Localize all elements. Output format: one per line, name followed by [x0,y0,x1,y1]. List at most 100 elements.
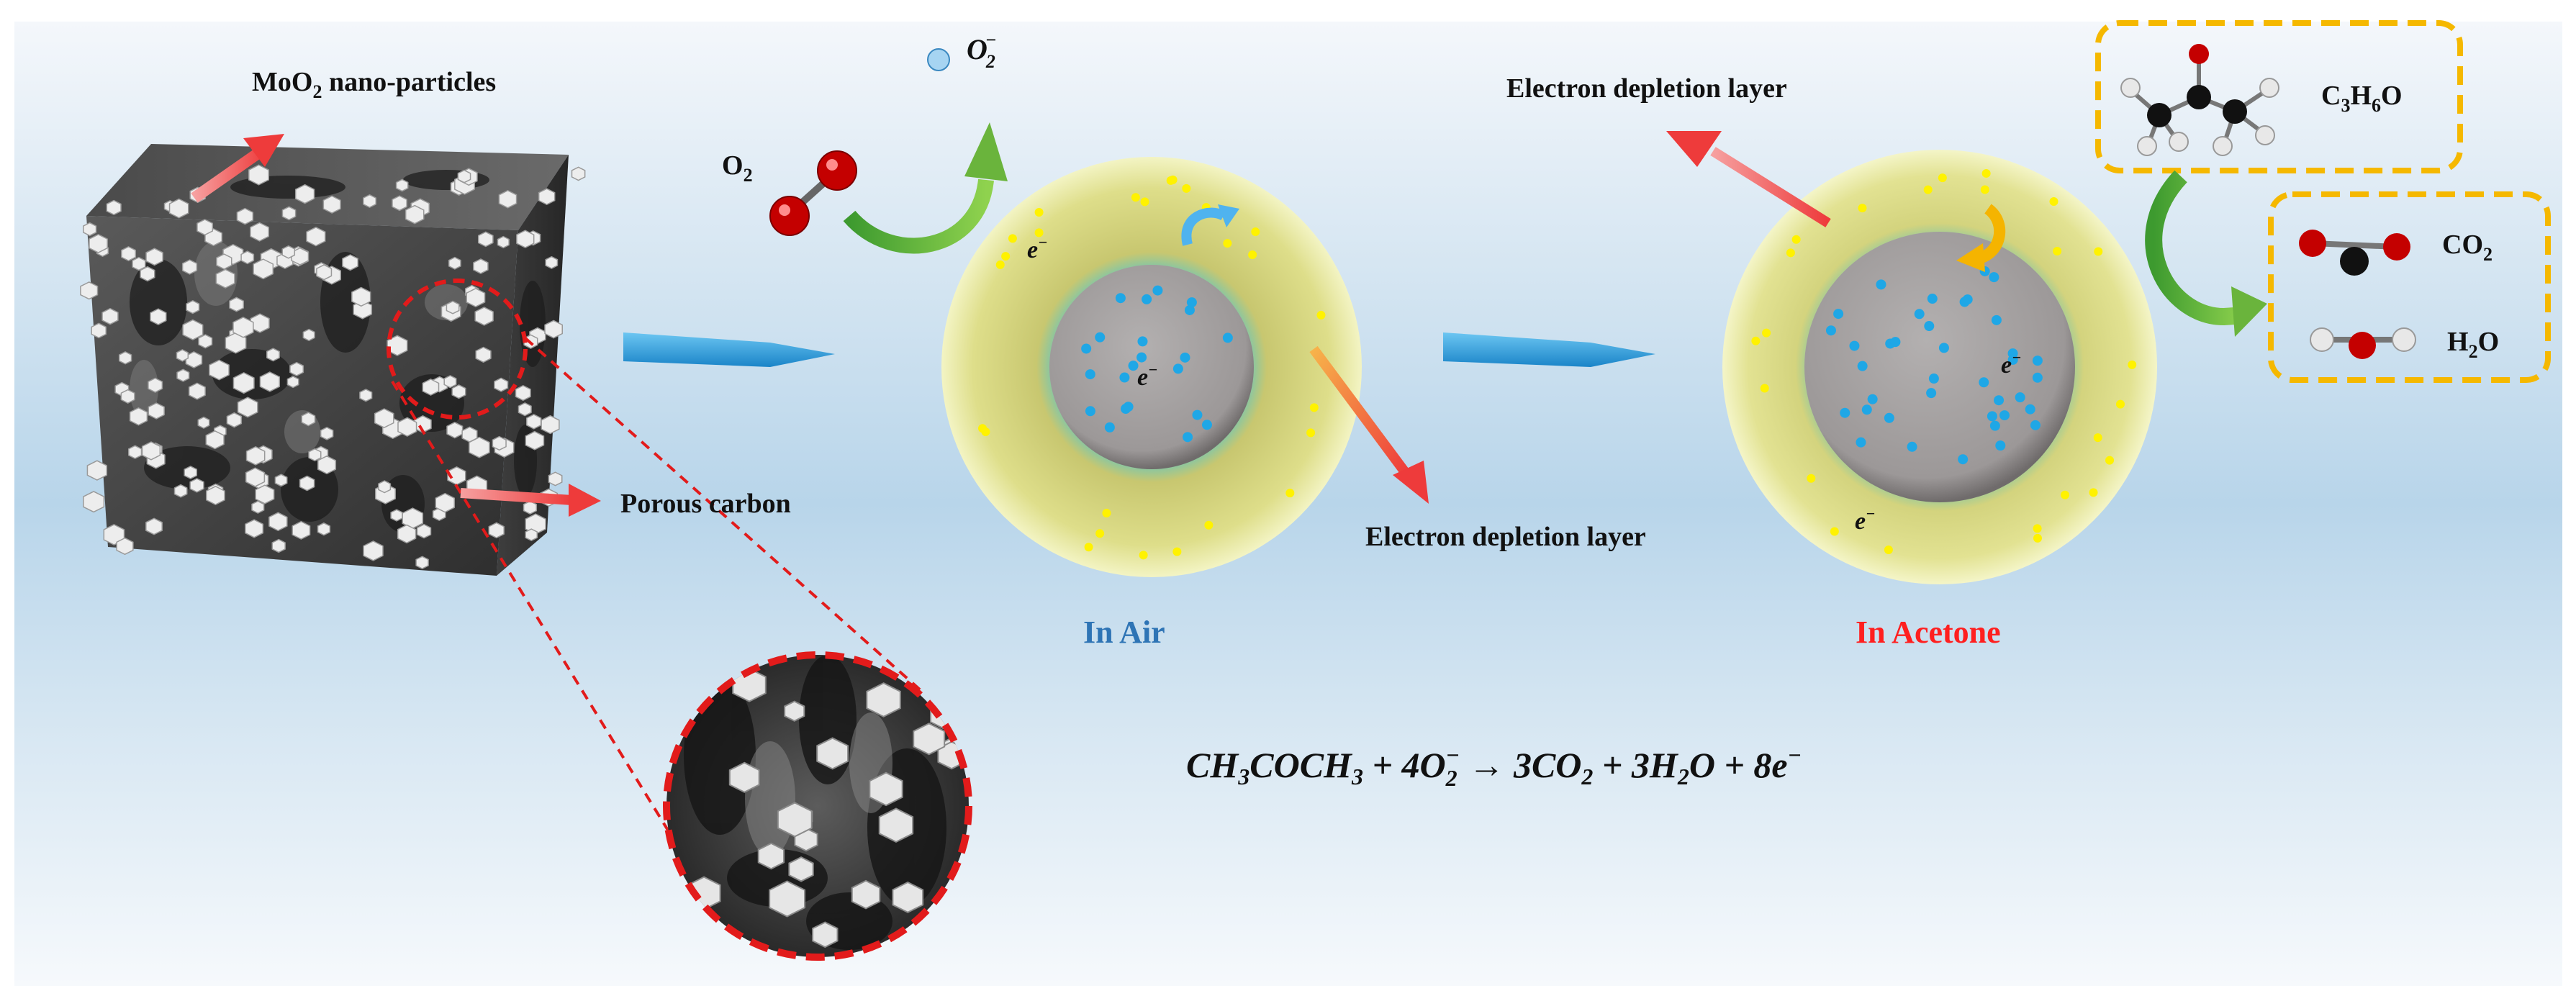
moo2-particle [525,528,538,542]
electron-dot [1979,377,1989,388]
moo2-particle [215,268,235,289]
moo2-particle [457,169,471,184]
electron-dot [1928,374,1939,384]
moo2-particle [248,164,270,186]
moo2-particle [443,375,457,389]
moo2-particle [232,317,254,338]
hole-dot [1980,185,1989,194]
moo2-particle [488,522,505,539]
moo2-particle [913,723,946,756]
air-electron-core-label: e− [1137,361,1157,391]
hole-dot [981,427,990,437]
moo2-particle [342,254,358,271]
electron-dot [1222,332,1233,343]
moo2-particle [83,491,105,513]
in-air-label: In Air [1083,615,1165,650]
hole-dot [1251,227,1260,237]
moo2-particle [415,556,429,570]
hole-dot [1131,193,1140,202]
o2-molecule [769,150,857,236]
moo2-particle [526,414,542,430]
green-reaction-arrow-products [2145,170,2246,326]
hole-dot [1316,310,1326,320]
hole-dot [1168,175,1178,184]
moo2-particle [181,259,198,275]
hole-dot [1858,204,1867,213]
hole-dot [1938,173,1947,183]
hole-dot [2115,399,2125,409]
moo2-particle [250,222,270,242]
electron-dot [1938,343,1949,353]
moo2-particle [492,435,507,451]
moo2-arrowhead [243,134,284,167]
hole-dot [1760,384,1769,393]
moo2-particle [302,328,315,342]
moo2-particle [322,195,341,214]
electron-dot [1857,361,1868,371]
moo2-particle [182,319,204,340]
hole-dot [1084,543,1093,552]
electron-dot [1142,294,1152,304]
electron-dot [1172,363,1183,374]
moo2-particle [363,194,377,208]
moo2-particle [397,524,417,544]
electron-dot [1128,361,1139,371]
moo2-particle [378,480,392,494]
electron-dot [1991,314,2002,325]
moo2-particle [101,307,119,325]
electron-dot [1180,352,1190,363]
moo2-particle [523,500,538,515]
hole-dot [1285,489,1295,498]
moo2-label: MoO2 nano-particles [252,67,496,102]
moo2-particle [892,881,924,913]
moo2-particle [274,474,288,487]
acetone-electron-shell-label: e− [1855,504,1875,535]
hole-dot [1923,185,1933,194]
zoom-source-circle [387,279,528,420]
moo2-particle [89,233,108,253]
moo2-particle [397,417,417,437]
hole-dot [1830,527,1839,536]
electron-dot [2032,372,2043,383]
moo2-particle [538,188,556,206]
electron-dot [1123,402,1134,412]
electron-dot [1924,321,1935,332]
moo2-particle [515,384,531,402]
moo2-particle [869,771,903,807]
green-arrowhead-air [964,122,1008,181]
moo2-particle [475,346,492,363]
moo2-particle [198,334,213,349]
moo2-particle [516,230,535,248]
electron-dot [1085,369,1095,380]
moo2-particle [271,538,286,553]
h2o-molecule [2310,327,2416,359]
superoxide-label: O2− [967,30,997,72]
moo2-particle [245,445,266,466]
moo2-particle [525,430,545,451]
moo2-particle [351,286,371,307]
moo2-particle [498,189,518,209]
porous-carbon-label-group: Porous carbon [460,484,791,519]
hole-dot [2093,433,2102,443]
electron-dot [2007,354,2018,365]
hole-dot [2061,490,2070,499]
air-particle: e− e− [941,157,1362,577]
moo2-particle [387,335,408,356]
hole-dot [1751,336,1761,345]
moo2-particle [466,288,486,308]
moo2-particle [116,537,134,556]
moo2-particle [294,184,315,204]
moo2-particle [236,207,254,225]
electron-dot [2025,404,2035,415]
moo2-particle [103,524,125,545]
moo2-particle [141,441,161,461]
co2-molecule [2299,230,2410,276]
moo2-particle [229,296,244,312]
moo2-particle [812,921,839,949]
moo2-particle [545,255,559,269]
moo2-particle [80,281,99,300]
moo2-label-group: MoO2 nano-particles [191,67,496,203]
acetone-particle: e− e− [1722,150,2157,584]
moo2-particle [150,308,167,325]
